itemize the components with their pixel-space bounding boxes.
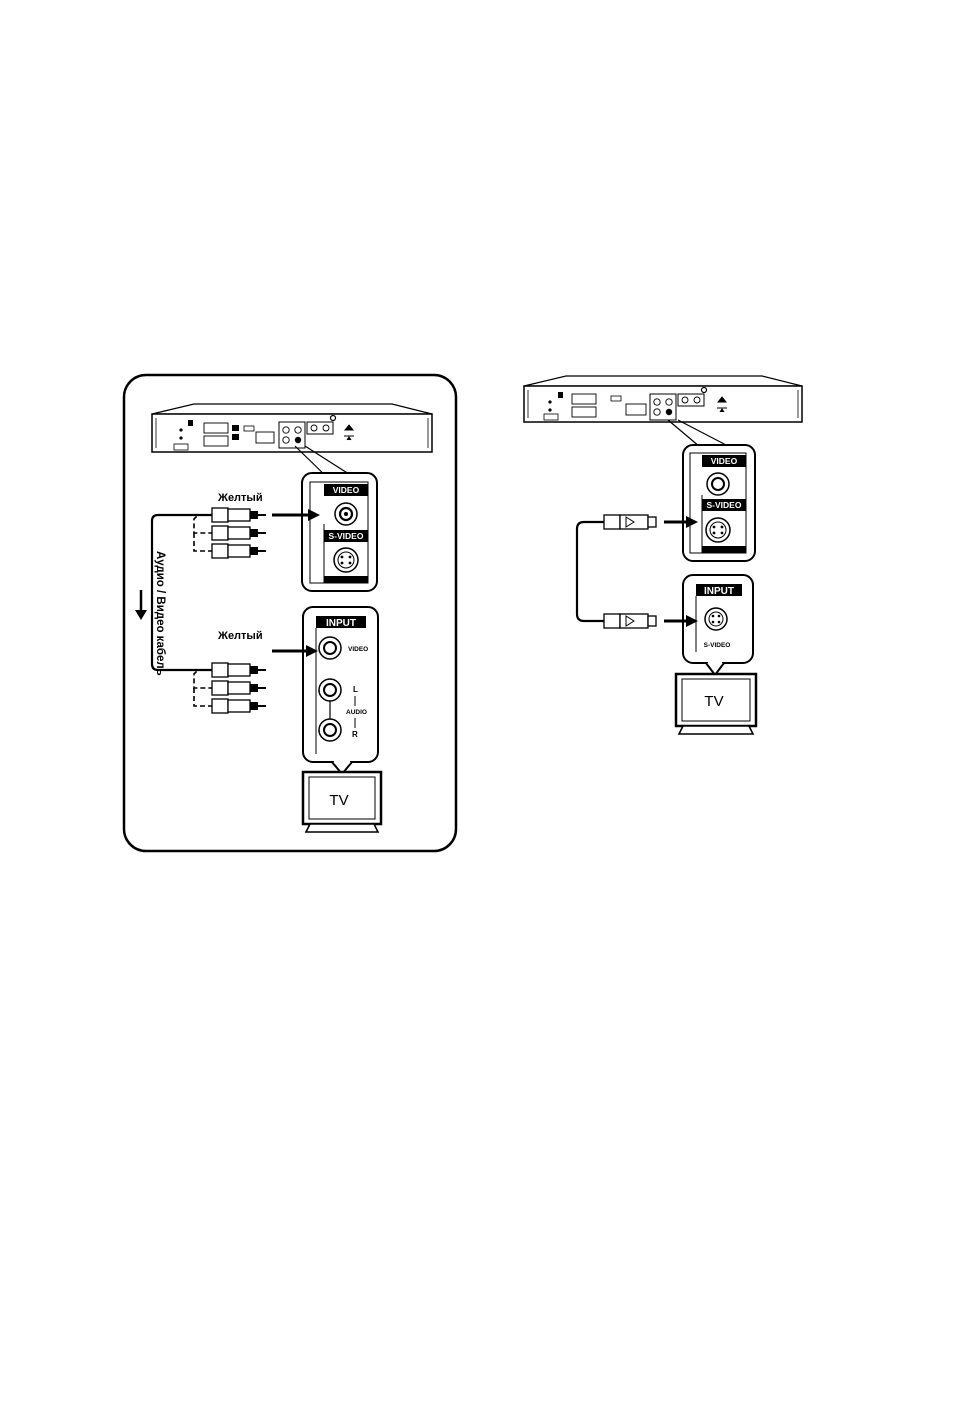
- player-jack-panel: VIDEO S-VIDEO: [683, 445, 755, 561]
- rca-plug-mid-top: [212, 526, 266, 540]
- direction-arrow: [135, 590, 147, 620]
- panel-video-label: VIDEO: [711, 456, 738, 466]
- tv-svideo-label: S-VIDEO: [704, 642, 731, 649]
- tv-set: TV: [303, 772, 381, 832]
- rca-plug-yellow-bottom: [212, 663, 266, 677]
- tv-l-label: L: [353, 685, 358, 694]
- panel-svideo-label: S-VIDEO: [329, 531, 364, 541]
- svideo-cable: [577, 515, 656, 628]
- rca-plug-yellow-top: [212, 508, 266, 522]
- tv-audio-label: AUDIO: [346, 709, 367, 716]
- tv-input-panel: INPUT S-VIDEO: [683, 575, 753, 675]
- dvd-player-rear: [152, 404, 432, 452]
- tv-r-label: R: [352, 730, 358, 739]
- rca-plug-mid-bottom: [212, 681, 266, 695]
- player-jack-panel: VIDEO S-VIDEO: [302, 473, 377, 591]
- tv-input-label: INPUT: [704, 586, 734, 597]
- panel-svideo-label: S-VIDEO: [707, 500, 742, 510]
- tv-input-label: INPUT: [326, 618, 356, 629]
- rca-plug-low-top: [212, 544, 266, 558]
- cable-label: Аудио / Видео кабель: [154, 551, 166, 676]
- tv-input-panel: INPUT VIDEO L AUDIO R: [303, 607, 378, 774]
- tv-label: TV: [329, 792, 348, 809]
- av-cable: [152, 508, 266, 713]
- dvd-player-rear: [524, 376, 802, 422]
- yellow-label-bottom: Желтый: [217, 630, 263, 642]
- tv-label: TV: [704, 693, 723, 710]
- svideo-connection-diagram: VIDEO S-VIDEO INPUT S-VIDEO: [524, 376, 802, 734]
- svideo-plug-top: [604, 515, 656, 529]
- tv-set: TV: [676, 674, 756, 734]
- tv-video-label: VIDEO: [348, 646, 368, 653]
- svideo-plug-bottom: [604, 614, 656, 628]
- yellow-label-top: Желтый: [217, 492, 263, 504]
- composite-connection-diagram: VIDEO S-VIDEO INPUT VIDEO: [124, 375, 456, 851]
- rca-plug-low-bottom: [212, 699, 266, 713]
- panel-video-label: VIDEO: [333, 485, 360, 495]
